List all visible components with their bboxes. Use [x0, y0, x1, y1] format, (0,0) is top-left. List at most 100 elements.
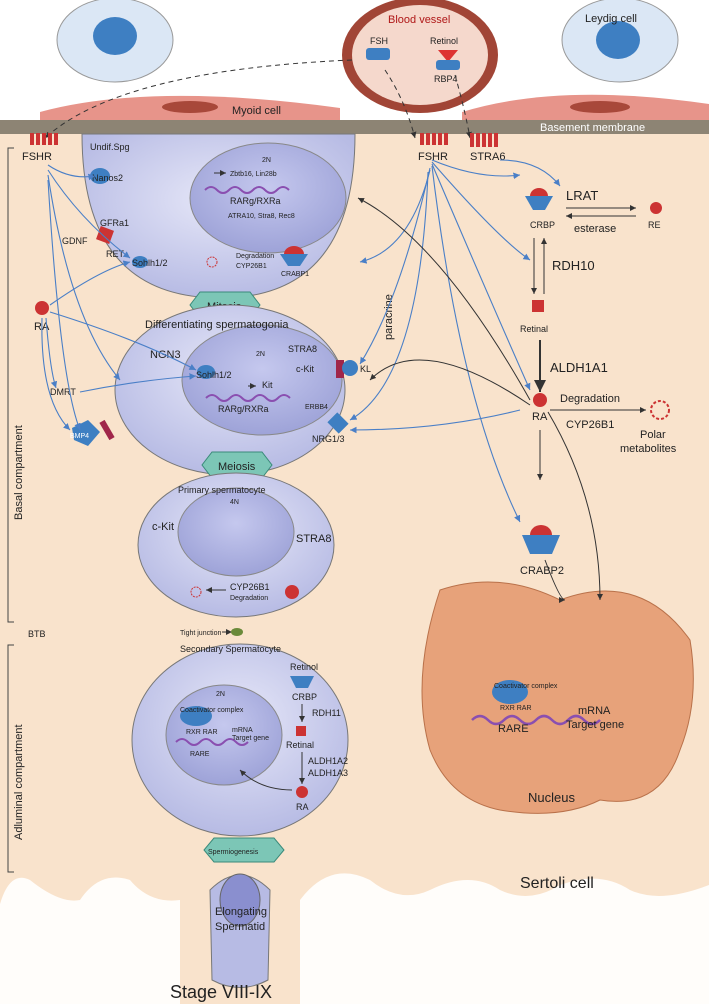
retinol-icon: [438, 50, 458, 62]
ckit-receptor-icon: [336, 360, 344, 378]
paracrine-label: paracrine: [383, 294, 395, 340]
secondary-retinal-label: Retinal: [286, 740, 314, 750]
right-ra-label: RA: [532, 411, 548, 423]
secondary-ra-label: RA: [296, 802, 309, 812]
secondary-dna-icon: [175, 738, 249, 746]
fsh-path-left: [44, 59, 353, 139]
black-arrows: [357, 197, 603, 603]
primary-degradation-icon: [190, 586, 202, 598]
myoid-nucleus-right: [570, 101, 630, 113]
undif-dna-icon: [204, 186, 290, 194]
right-ra-icon: [533, 393, 547, 407]
spermatid-head: [219, 873, 261, 927]
rdh11-label: RDH11: [312, 708, 341, 718]
stage-label: Stage VIII-IX: [170, 982, 272, 1002]
kl-label: KL: [360, 364, 371, 374]
basal-compartment-label: Basal compartment: [13, 425, 25, 520]
sohlh-diff-label: Sohlh1/2: [196, 370, 232, 380]
sohlh-diff-icon: [197, 365, 215, 379]
secondary-retinal-icon: [296, 726, 306, 736]
adluminal-bracket: [7, 644, 14, 873]
nucleus-target-label: Target gene: [566, 719, 624, 731]
secondary-rxr-label: RXR RAR: [186, 729, 218, 736]
undif-cyp-label: CYP26B1: [236, 263, 267, 270]
aldh1a1-label: ALDH1A1: [550, 360, 608, 375]
nucleus-coactivator-icon: [492, 680, 528, 704]
stra6-label: STRA6: [470, 151, 505, 163]
primary-stra8-label: STRA8: [296, 533, 331, 545]
primary-title: Primary spermatocyte: [178, 485, 266, 495]
sertoli-bg: [0, 128, 709, 1004]
aldh1a3-label: ALDH1A3: [308, 768, 348, 778]
nanos2-label: Nanos2: [92, 173, 123, 183]
nucleus-coactivator-label: Coactivator complex: [494, 683, 558, 690]
secondary-crbp-label: CRBP: [292, 692, 317, 702]
primary-spermatocyte-nucleus: [177, 487, 295, 577]
undif-rar-label: RARg/RXRa: [230, 196, 281, 206]
dmrt-label: DMRT: [50, 387, 76, 397]
secondary-ra-to-nucleus-arrow: [239, 769, 293, 791]
right-crbp-icon: [525, 196, 553, 210]
undif-crabp1-ra-icon: [284, 246, 304, 254]
leydig-cell-label: Leydig cell: [585, 13, 637, 25]
secondary-ra-icon: [296, 786, 308, 798]
secondary-retinol-label: Retinol: [290, 662, 318, 672]
re-label: RE: [648, 220, 661, 230]
nanos2-icon: [90, 168, 110, 184]
rbp4-icon: [436, 60, 460, 70]
secondary-coactivator-label: Coactivator complex: [180, 707, 244, 714]
sertoli-nucleus: [421, 581, 694, 814]
sertoli-cell-label: Sertoli cell: [520, 875, 594, 892]
zbtb-label: Zbtb16, Lin28b: [230, 171, 277, 178]
fsh-label: FSH: [370, 36, 388, 46]
undif-degradation-label: Degradation: [236, 253, 274, 260]
fshr-left-label: FSHR: [22, 151, 52, 163]
undif-spg-label: Undif.Spg: [90, 142, 130, 152]
blood-vessel-label: Blood vessel: [388, 14, 450, 26]
diff-stra8-label: STRA8: [288, 344, 317, 354]
sohlh-undif-icon: [132, 256, 148, 268]
nrg-label: NRG1/3: [312, 434, 345, 444]
undif-spg-nucleus: [189, 142, 347, 254]
retinol-label: Retinol: [430, 36, 458, 46]
spermiogenesis-box: [203, 837, 285, 863]
rdh10-label: RDH10: [552, 258, 595, 273]
nrg-icon: [327, 412, 349, 434]
signaling-arrows: [41, 159, 561, 523]
crabp2-label: CRABP2: [520, 565, 564, 577]
meiosis-label: Meiosis: [218, 461, 256, 473]
fshr-left-receptor: [30, 133, 58, 145]
nucleus-rxr-label: RXR RAR: [500, 705, 532, 712]
primary-cyp-label: CYP26B1: [230, 582, 270, 592]
fsh-icon: [366, 48, 390, 60]
crabp2-ra-icon: [530, 525, 552, 535]
undif-targets-label: ATRA10, Stra8, Rec8: [228, 213, 295, 220]
diff-rar-label: RARg/RXRa: [218, 404, 269, 414]
primary-ra-icon: [285, 585, 299, 599]
btb-label: BTB: [28, 629, 46, 639]
diff-ploidy: 2N: [256, 351, 265, 358]
kit-label: Kit: [262, 380, 273, 390]
ckit-diff-label: c-Kit: [296, 364, 314, 374]
nucleus-label: Nucleus: [528, 790, 575, 805]
kl-icon: [342, 360, 358, 376]
crabp1-label: CRABP1: [281, 271, 309, 278]
crabp2-icon: [522, 535, 560, 554]
lumen-right: [300, 873, 709, 1004]
diff-spg-title: Differentiating spermatogonia: [145, 319, 289, 331]
ra-left-icon: [35, 301, 49, 315]
elongating-label: Elongating: [215, 906, 267, 918]
tight-junction-label: Tight junction: [180, 630, 221, 637]
primary-ploidy: 4N: [230, 499, 239, 506]
spermiogenesis-label: Spermiogenesis: [208, 849, 259, 856]
polar-label-2: metabolites: [620, 443, 677, 455]
tight-junction-icon: [231, 628, 243, 636]
fshr-right-receptor: [420, 133, 448, 145]
rbp4-label: RBP4: [434, 74, 458, 84]
basement-membrane-label: Basement membrane: [540, 122, 645, 134]
secondary-rare-label: RARE: [190, 751, 210, 758]
right-retinal-icon: [532, 300, 544, 312]
myoid-cell-label: Myoid cell: [232, 105, 281, 117]
